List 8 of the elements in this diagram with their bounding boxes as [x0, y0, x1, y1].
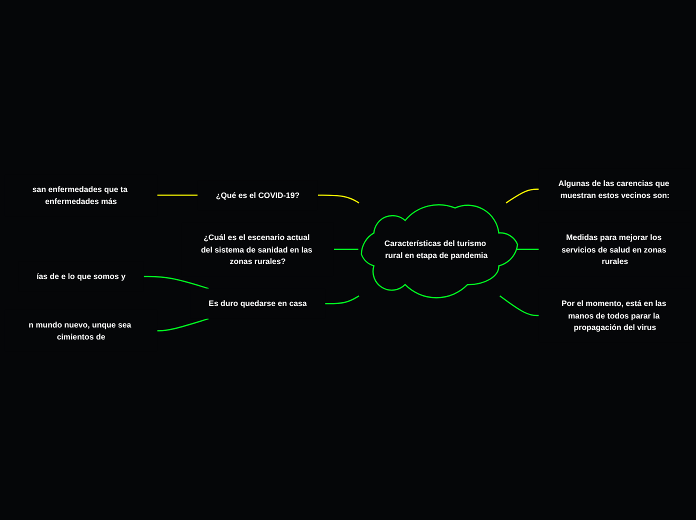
connector [157, 194, 198, 196]
connector [144, 276, 209, 290]
connector [334, 248, 358, 250]
connector [325, 295, 360, 304]
connector [318, 194, 360, 204]
connector [499, 295, 539, 316]
connector [157, 318, 209, 332]
connector [506, 188, 539, 204]
